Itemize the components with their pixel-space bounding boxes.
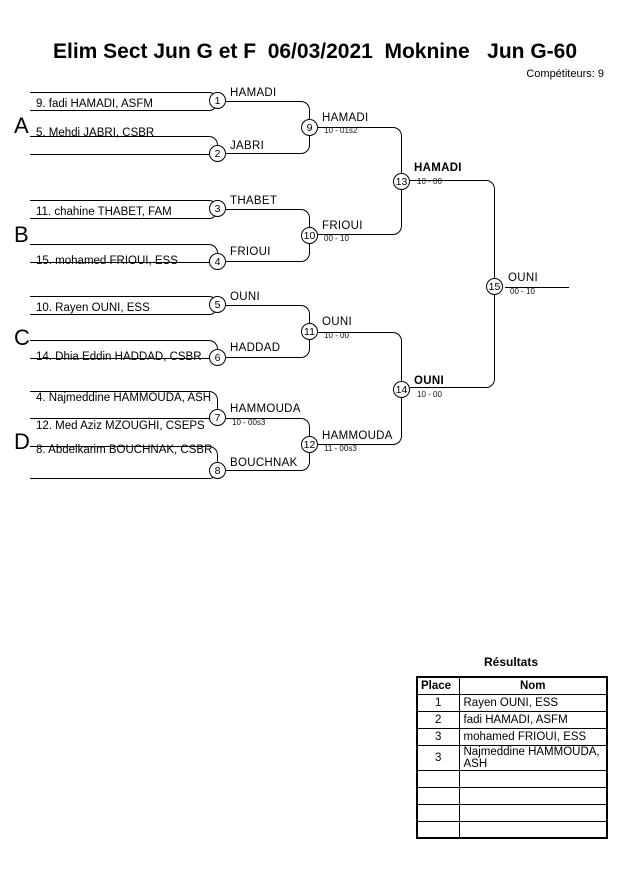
match-10-score: 00 - 10	[324, 234, 349, 243]
match-6-number[interactable]: 6	[209, 349, 226, 366]
result-place: 2	[416, 710, 460, 729]
result-place	[416, 786, 460, 805]
match-15-winner: OUNI	[508, 272, 538, 284]
match-9-score: 10 - 01s2	[324, 126, 358, 135]
match-8-winner: BOUCHNAK	[230, 457, 298, 469]
results-col-nom: Nom	[458, 676, 608, 695]
match-8-number[interactable]: 8	[209, 462, 226, 479]
result-nom: fadi HAMADI, ASFM	[458, 710, 608, 729]
result-nom	[458, 786, 608, 805]
match-15-number[interactable]: 15	[486, 278, 503, 295]
entry-3-label: 11. chahine THABET, FAM	[36, 206, 172, 218]
match-13-winner: HAMADI	[414, 162, 462, 174]
table-row: 3 Najmeddine HAMMOUDA, ASH	[416, 744, 608, 771]
match-9-number[interactable]: 9	[301, 119, 318, 136]
match-7-score: 10 - 00s3	[232, 418, 266, 427]
table-row: 2 fadi HAMADI, ASFM	[416, 710, 608, 729]
match-7-number[interactable]: 7	[209, 409, 226, 426]
entry-9-label: 8. Abdelkarim BOUCHNAK, CSBR	[36, 444, 213, 456]
pool-letter-b: B	[14, 222, 29, 247]
result-nom: mohamed FRIOUI, ESS	[458, 727, 608, 746]
pool-letter-a: A	[14, 113, 29, 138]
table-row	[416, 820, 608, 839]
result-place	[416, 803, 460, 822]
entry-6-label: 14. Dhia Eddin HADDAD, CSBR	[36, 351, 202, 363]
result-nom	[458, 803, 608, 822]
results-table: Place Nom 1 Rayen OUNI, ESS 2 fadi HAMAD…	[416, 676, 608, 839]
match-14-number[interactable]: 14	[393, 381, 410, 398]
results-header-row: Place Nom	[416, 676, 608, 695]
match-14-score: 10 - 00	[417, 390, 442, 399]
match-3-number[interactable]: 3	[209, 200, 226, 217]
result-place: 3	[416, 727, 460, 746]
table-row: 1 Rayen OUNI, ESS	[416, 693, 608, 712]
results-col-place: Place	[416, 676, 460, 695]
entry-5-label: 10. Rayen OUNI, ESS	[36, 302, 150, 314]
match-1-number[interactable]: 1	[209, 92, 226, 109]
match-12-winner: HAMMOUDA	[322, 430, 393, 442]
result-nom: Rayen OUNI, ESS	[458, 693, 608, 712]
match-13-score: 10 - 00	[417, 177, 442, 186]
result-nom	[458, 769, 608, 788]
match-11-number[interactable]: 11	[301, 323, 318, 340]
match-15-bracket	[410, 180, 495, 388]
match-7-winner: HAMMOUDA	[230, 403, 301, 415]
match-1-winner: HAMADI	[230, 87, 277, 99]
entry-7-label: 4. Najmeddine HAMMOUDA, ASH	[36, 392, 212, 404]
table-row	[416, 769, 608, 788]
match-9-winner: HAMADI	[322, 112, 369, 124]
match-15-score: 00 - 10	[510, 287, 535, 296]
table-row	[416, 786, 608, 805]
match-7-bracket	[30, 391, 218, 419]
entry-2-label: 5. Mehdi JABRI, CSBR	[36, 127, 155, 139]
match-2-winner: JABRI	[230, 140, 265, 152]
match-4-winner: FRIOUI	[230, 246, 271, 258]
match-11-winner: OUNI	[322, 316, 352, 328]
result-place: 3	[416, 744, 460, 771]
match-2-number[interactable]: 2	[209, 145, 226, 162]
match-14-bracket	[318, 332, 402, 445]
result-place	[416, 769, 460, 788]
match-14-winner: OUNI	[414, 375, 444, 387]
result-place: 1	[416, 693, 460, 712]
entry-4-label: 15. mohamed FRIOUI, ESS	[36, 255, 178, 267]
match-10-winner: FRIOUI	[322, 220, 363, 232]
pool-letter-c: C	[14, 325, 30, 350]
result-nom: Najmeddine HAMMOUDA, ASH	[458, 744, 608, 771]
match-10-number[interactable]: 10	[301, 227, 318, 244]
match-5-number[interactable]: 5	[209, 296, 226, 313]
match-11-score: 10 - 00	[324, 331, 349, 340]
match-6-winner: HADDAD	[230, 342, 281, 354]
table-row: 3 mohamed FRIOUI, ESS	[416, 727, 608, 746]
competitors-count: Compétiteurs: 9	[526, 68, 604, 80]
match-5-winner: OUNI	[230, 291, 260, 303]
match-12-number[interactable]: 12	[301, 436, 318, 453]
page-title: Elim Sect Jun G et F 06/03/2021 Moknine …	[52, 40, 577, 63]
match-4-number[interactable]: 4	[209, 253, 226, 270]
table-row	[416, 803, 608, 822]
result-nom	[458, 820, 608, 839]
match-13-number[interactable]: 13	[393, 173, 410, 190]
result-place	[416, 820, 460, 839]
match-12-score: 11 - 00s3	[324, 444, 357, 453]
entry-1-label: 9. fadi HAMADI, ASFM	[36, 98, 153, 110]
results-title: Résultats	[483, 655, 539, 669]
pool-letter-d: D	[14, 429, 30, 454]
final-output-line	[505, 287, 569, 288]
entry-8-label: 12. Med Aziz MZOUGHI, CSEPS	[36, 420, 205, 432]
match-13-bracket	[318, 127, 402, 235]
match-3-winner: THABET	[230, 195, 278, 207]
